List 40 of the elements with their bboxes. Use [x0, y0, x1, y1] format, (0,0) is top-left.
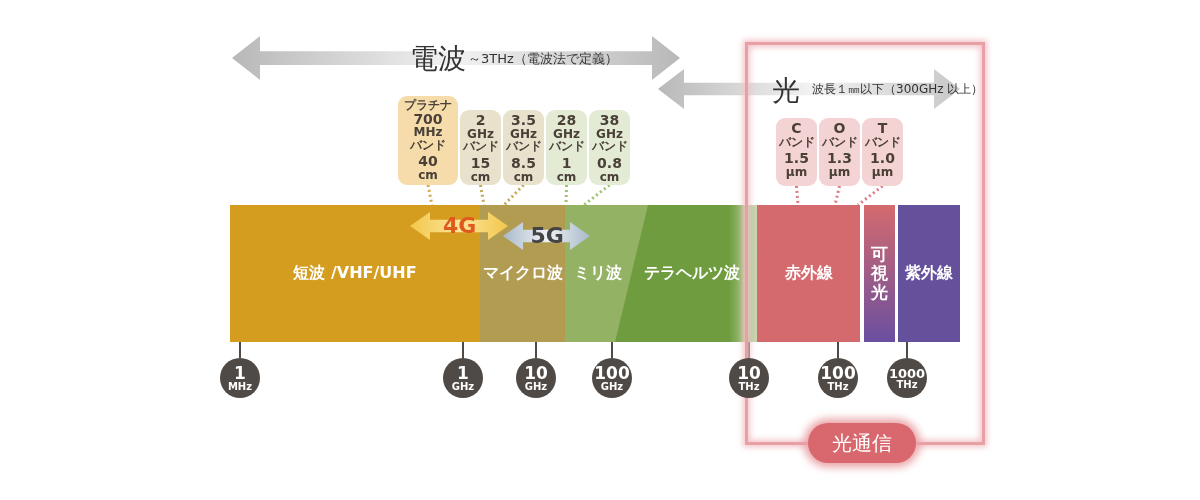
- leader-line: [426, 184, 434, 206]
- tick-line: [906, 341, 908, 359]
- callout-bubble: プラチナ 700 MHz バンド 40 cm: [398, 96, 458, 185]
- tick-line: [748, 341, 750, 359]
- callout-bubble: 2 GHz バンド 15 cm: [460, 110, 501, 185]
- callout-bubble: 3.5 GHz バンド 8.5 cm: [503, 110, 544, 185]
- tick-line: [837, 341, 839, 359]
- wave-title: 電波: [410, 41, 466, 77]
- spectrum-band: 赤外線: [757, 205, 860, 342]
- tick-line: [239, 341, 241, 359]
- leader-line: [795, 185, 800, 206]
- callout-bubble: 38 GHz バンド 0.8 cm: [589, 110, 630, 185]
- frequency-label: 10 THz: [729, 358, 769, 398]
- tick-line: [611, 341, 613, 359]
- tick-line: [535, 341, 537, 359]
- callout-bubble: T バンド 1.0 μm: [862, 118, 903, 186]
- frequency-label: 10 GHz: [516, 358, 556, 398]
- callout-bubble: O バンド 1.3 μm: [819, 118, 860, 186]
- double-arrow: [410, 212, 508, 240]
- group-title: 光通信: [808, 423, 916, 463]
- edge-label: 4G: [443, 213, 477, 238]
- frequency-label: 100 GHz: [592, 358, 632, 398]
- callout-bubble: 28 GHz バンド 1 cm: [546, 110, 587, 185]
- frequency-label: 1 GHz: [443, 358, 483, 398]
- leader-line: [583, 183, 611, 207]
- callout-bubble: C バンド 1.5 μm: [776, 118, 817, 186]
- edge-label: 5G: [530, 223, 564, 248]
- leader-line: [833, 185, 841, 206]
- frequency-label: 1000 THz: [887, 358, 927, 398]
- light-title: 光: [772, 73, 800, 109]
- range-note: 波長１㎜以下（300GHz 以上）: [812, 81, 984, 98]
- frequency-label: 1 MHz: [220, 358, 260, 398]
- leader-line: [857, 184, 884, 207]
- tick-line: [462, 341, 464, 359]
- range-note: ～3THz（電波法で定義）: [468, 50, 618, 68]
- leader-line: [502, 183, 525, 207]
- frequency-label: 100 THz: [818, 358, 858, 398]
- double-arrow: [503, 222, 590, 250]
- spectrum-band: 紫外線: [898, 205, 960, 342]
- spectrum-band: 可視光: [864, 205, 895, 342]
